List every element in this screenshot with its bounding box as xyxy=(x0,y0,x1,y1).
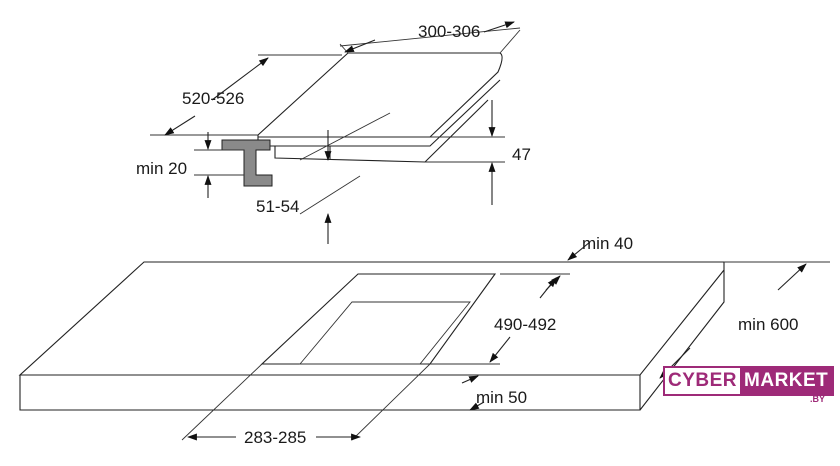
hob-drawing xyxy=(221,52,503,187)
dim-label-hob-depth: 520-526 xyxy=(182,89,244,108)
dim-label-wall-clearance: min 40 xyxy=(582,234,633,253)
dim-label-hob-width: 300-306 xyxy=(418,22,480,41)
logo-suffix: .BY xyxy=(809,394,825,404)
dim-hob-depth: 520-526 xyxy=(150,54,342,136)
dim-label-cutout-width: 283-285 xyxy=(244,428,306,447)
dim-label-hob-height: 47 xyxy=(512,145,531,164)
worktop-drawing xyxy=(18,261,725,411)
cybermarket-logo: CYBER MARKET .BY xyxy=(663,366,835,404)
logo-box: CYBER MARKET xyxy=(663,366,835,396)
dim-label-clearance-below: min 20 xyxy=(136,159,187,178)
dim-front-clearance: min 50 xyxy=(461,375,527,411)
dim-label-worktop-depth: min 600 xyxy=(738,315,798,334)
dim-hob-height: 47 xyxy=(425,100,531,205)
logo-market-text: MARKET xyxy=(740,368,833,394)
logo-cyber-text: CYBER xyxy=(665,368,741,394)
dim-label-front-clearance: min 50 xyxy=(476,388,527,407)
dim-cutout-depth: 490-492 xyxy=(430,277,557,365)
dim-cutout-depth-below: 51-54 xyxy=(256,130,361,244)
dim-cutout-width: 283-285 xyxy=(181,363,431,447)
dim-label-cutout-depth-below: 51-54 xyxy=(256,197,299,216)
dim-hob-width: 300-306 xyxy=(339,21,521,54)
dim-clearance-below: min 20 xyxy=(136,132,244,198)
dim-worktop-depth: min 600 xyxy=(659,261,830,379)
dim-label-cutout-depth: 490-492 xyxy=(494,315,556,334)
